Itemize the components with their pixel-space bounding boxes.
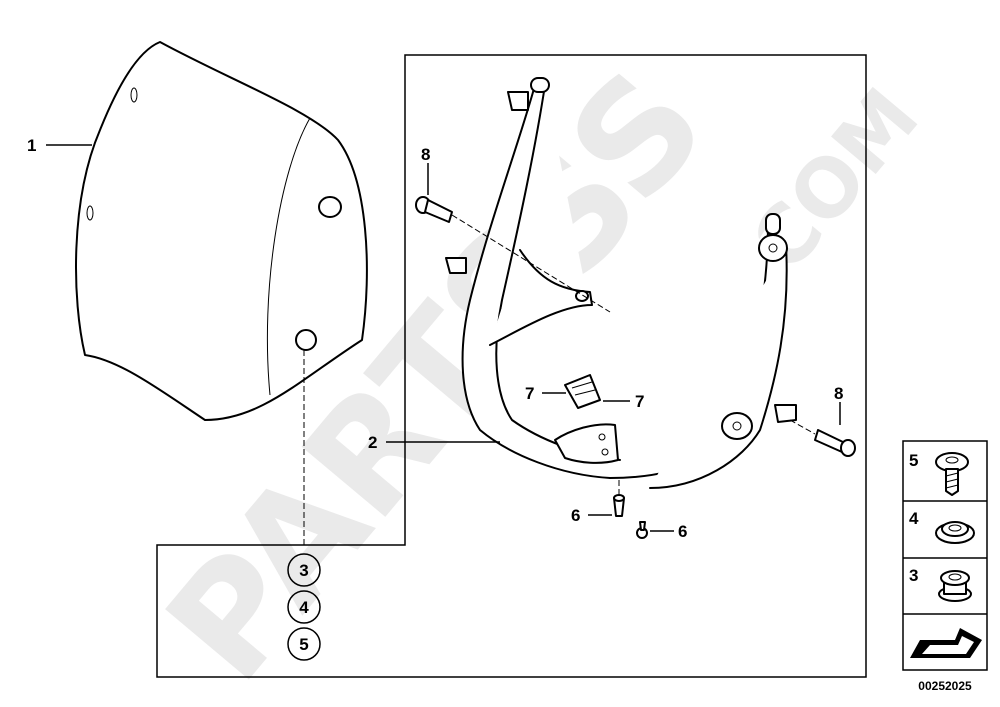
callout-8a: 8 [421,145,430,164]
legend-label-3: 3 [909,566,918,585]
callout-leaders [46,144,841,532]
callout-2: 2 [368,433,377,452]
bracket-frame [445,77,797,489]
rubber-grommet-icon [938,570,972,602]
callout-7b: 7 [635,392,644,411]
legend-label-5: 5 [909,451,918,470]
windshield [75,41,368,421]
arrow-icon [910,628,982,658]
screws-6 [613,480,648,539]
legend-panel: 5 4 3 [902,440,988,671]
circle-item-4: 4 [299,598,309,617]
circle-items: 3 4 5 [287,553,321,661]
diagram-id: 00252025 [918,679,972,693]
callout-6a: 6 [571,506,580,525]
circle-item-5: 5 [299,635,308,654]
callout-8b: 8 [834,384,843,403]
callout-7a: 7 [525,384,534,403]
bolt-8-left [415,196,611,313]
callout-1: 1 [27,136,36,155]
circle-item-3: 3 [299,561,308,580]
screw-icon [935,452,969,496]
grommet-washer-icon [935,521,975,544]
callout-6b: 6 [678,522,687,541]
assembly-frame [156,54,867,678]
legend-label-4: 4 [909,509,919,528]
bolt-8-right [789,419,856,457]
